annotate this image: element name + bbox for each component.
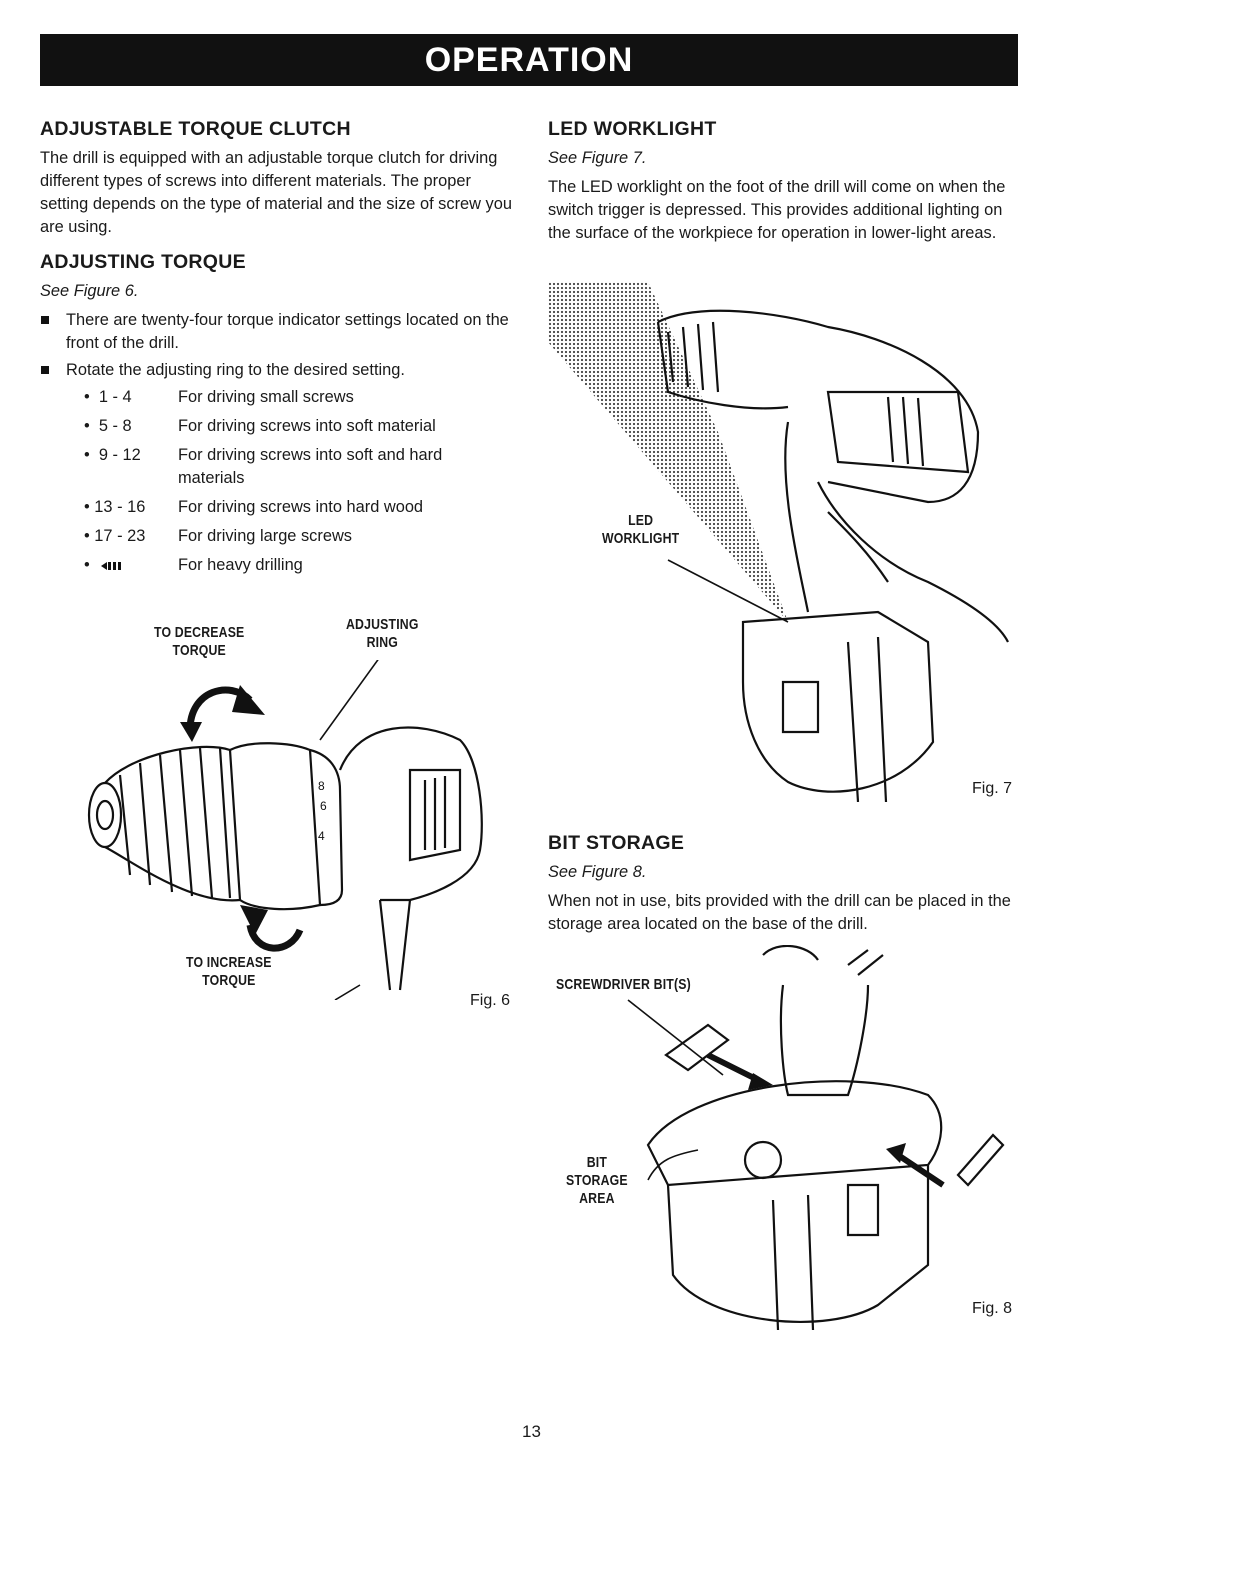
led-body: The LED worklight on the foot of the dri…: [548, 178, 1006, 242]
torque-setting-range: • 1 - 4: [84, 388, 132, 406]
bit-storage-see-figure: See Figure 8.: [548, 863, 647, 881]
right-column: LED WORKLIGHT See Figure 7. The LED work…: [548, 118, 1018, 251]
bit-storage-heading: BIT STORAGE: [548, 832, 685, 854]
figure-7-led-worklight-illustration: [548, 282, 1009, 802]
torque-setting-range: • 13 - 16: [84, 498, 146, 516]
adjusting-bullet: Rotate the adjusting ring to the desired…: [40, 359, 520, 382]
drill-bit-icon: [100, 561, 121, 570]
torque-setting-range: • 9 - 12: [84, 446, 141, 464]
svg-text:4: 4: [318, 829, 325, 843]
increase-torque-label: TO INCREASE TORQUE: [186, 954, 272, 989]
decrease-torque-label: TO DECREASE TORQUE: [154, 624, 245, 659]
torque-setting-range: • 5 - 8: [84, 417, 132, 435]
bit-storage-area-label: BIT STORAGE AREA: [566, 1154, 628, 1207]
adjusting-ring-label: ADJUSTING RING: [346, 616, 419, 651]
adjusting-bullet: There are twenty-four torque indicator s…: [40, 309, 520, 355]
torque-settings-list: • 1 - 4 For driving small screws • 5 - 8…: [84, 386, 520, 577]
torque-setting-row: • 13 - 16 For driving screws into hard w…: [84, 496, 520, 519]
clutch-body: The drill is equipped with an adjustable…: [40, 149, 512, 236]
torque-setting-row: • 17 - 23 For driving large screws: [84, 525, 520, 548]
torque-setting-desc: For driving large screws: [178, 527, 352, 545]
led-heading: LED WORKLIGHT: [548, 118, 717, 140]
svg-text:6: 6: [320, 799, 327, 813]
adjusting-see-figure: See Figure 6.: [40, 282, 139, 300]
screwdriver-bits-label: SCREWDRIVER BIT(S): [556, 976, 691, 993]
torque-setting-desc: For driving screws into soft and hard ma…: [178, 446, 443, 487]
figure-8-bit-storage-illustration: [627, 945, 1005, 1331]
led-worklight-label: LED WORKLIGHT: [602, 512, 680, 547]
torque-setting-desc: For driving small screws: [178, 388, 354, 406]
page-number: 13: [522, 1422, 541, 1441]
page-banner: OPERATION: [40, 34, 1018, 86]
figure-8-caption: Fig. 8: [972, 1300, 1013, 1317]
led-see-figure: See Figure 7.: [548, 149, 647, 167]
torque-setting-desc: For driving screws into hard wood: [178, 498, 424, 516]
adjusting-bullet-list: There are twenty-four torque indicator s…: [40, 309, 520, 382]
torque-setting-row: • 1 - 4 For driving small screws: [84, 386, 520, 409]
torque-setting-row: • 9 - 12 For driving screws into soft an…: [84, 444, 520, 490]
torque-setting-desc: For driving screws into soft material: [178, 417, 436, 435]
figure-6-caption: Fig. 6: [470, 992, 511, 1009]
clutch-heading: ADJUSTABLE TORQUE CLUTCH: [40, 118, 351, 140]
bit-storage-section: BIT STORAGE See Figure 8. When not in us…: [548, 832, 1023, 942]
torque-setting-desc: For heavy drilling: [178, 556, 303, 574]
bit-storage-body: When not in use, bits provided with the …: [548, 892, 1011, 933]
figure-6-drill-illustration: 8 6 4: [87, 660, 483, 1000]
svg-text:8: 8: [318, 779, 325, 793]
torque-setting-row: • For heavy drilling: [84, 554, 520, 577]
torque-setting-row: • 5 - 8 For driving screws into soft mat…: [84, 415, 520, 438]
left-column: ADJUSTABLE TORQUE CLUTCH The drill is eq…: [40, 118, 520, 583]
adjusting-heading: ADJUSTING TORQUE: [40, 251, 246, 273]
torque-setting-range: • 17 - 23: [84, 527, 146, 545]
figure-7-caption: Fig. 7: [972, 780, 1013, 797]
drill-mode-range: •: [84, 554, 178, 577]
